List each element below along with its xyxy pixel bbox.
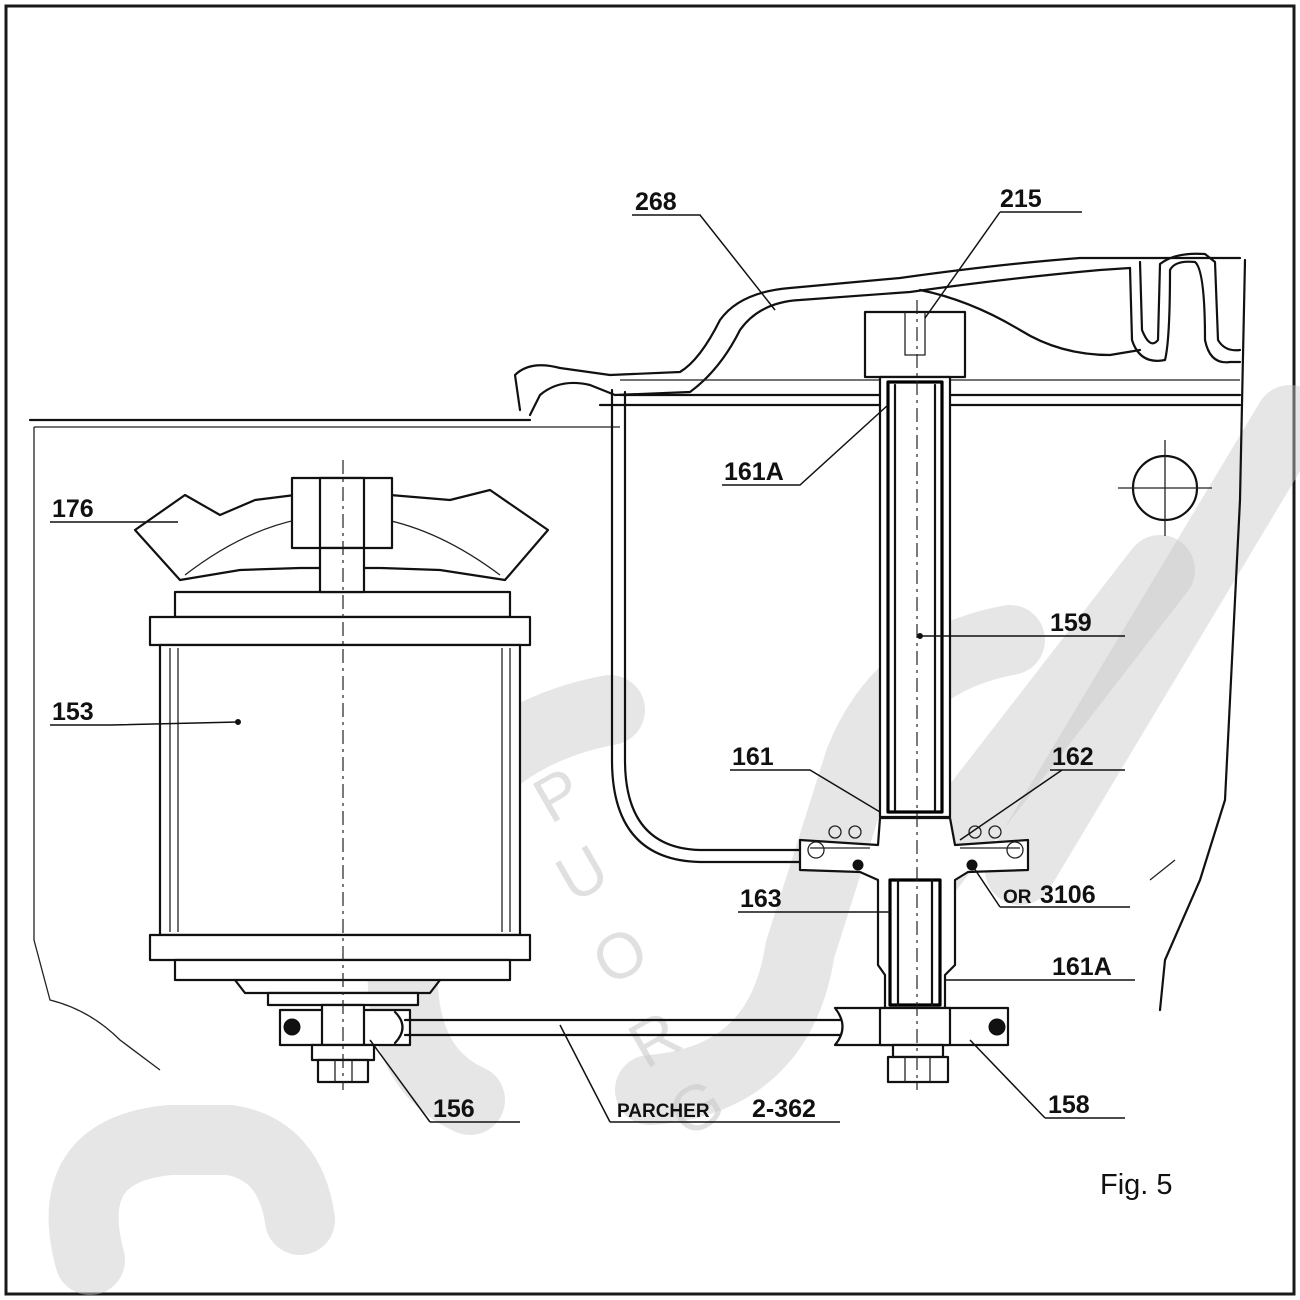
label-153: 153 [52,698,94,726]
watermark-letter-o: O [580,912,659,999]
label-or-3106: 3106 [1040,881,1096,909]
label-156: 156 [433,1095,475,1123]
label-215: 215 [1000,185,1042,213]
circular-fitting [1118,440,1212,536]
part-159-shaft [798,310,1030,1012]
leader-lines [50,211,1135,1123]
label-268: 268 [635,188,677,216]
label-162: 162 [1052,743,1094,771]
label-163: 163 [740,885,782,913]
part-176-fan-blade [133,476,550,594]
label-176: 176 [52,495,94,523]
label-or-prefix: OR [1003,887,1032,908]
drain-hose [610,388,812,864]
label-158: 158 [1048,1091,1090,1119]
cabinet-outline [28,258,1247,1071]
part-156-motor-pulley [278,1003,412,1084]
part-labels: 268 215 161A 176 159 153 161 162 163 OR … [52,185,1112,1123]
part-parcher-belt [403,1018,842,1037]
figure-caption: Fig. 5 [1100,1169,1173,1201]
drawing-frame [4,4,1296,1296]
label-parcher-prefix: PARCHER [617,1101,710,1122]
part-158-drum-pulley [833,1006,1010,1084]
label-161a-bottom: 161A [1052,953,1112,981]
part-153-motor [148,590,532,1007]
label-161: 161 [732,743,774,771]
label-parcher-2-362: 2-362 [752,1095,816,1123]
part-268-top-panel [513,252,1242,417]
center-lines [342,300,918,1090]
watermark-letter-u: U [544,831,620,916]
label-159: 159 [1050,609,1092,637]
label-161a-top: 161A [724,458,784,486]
